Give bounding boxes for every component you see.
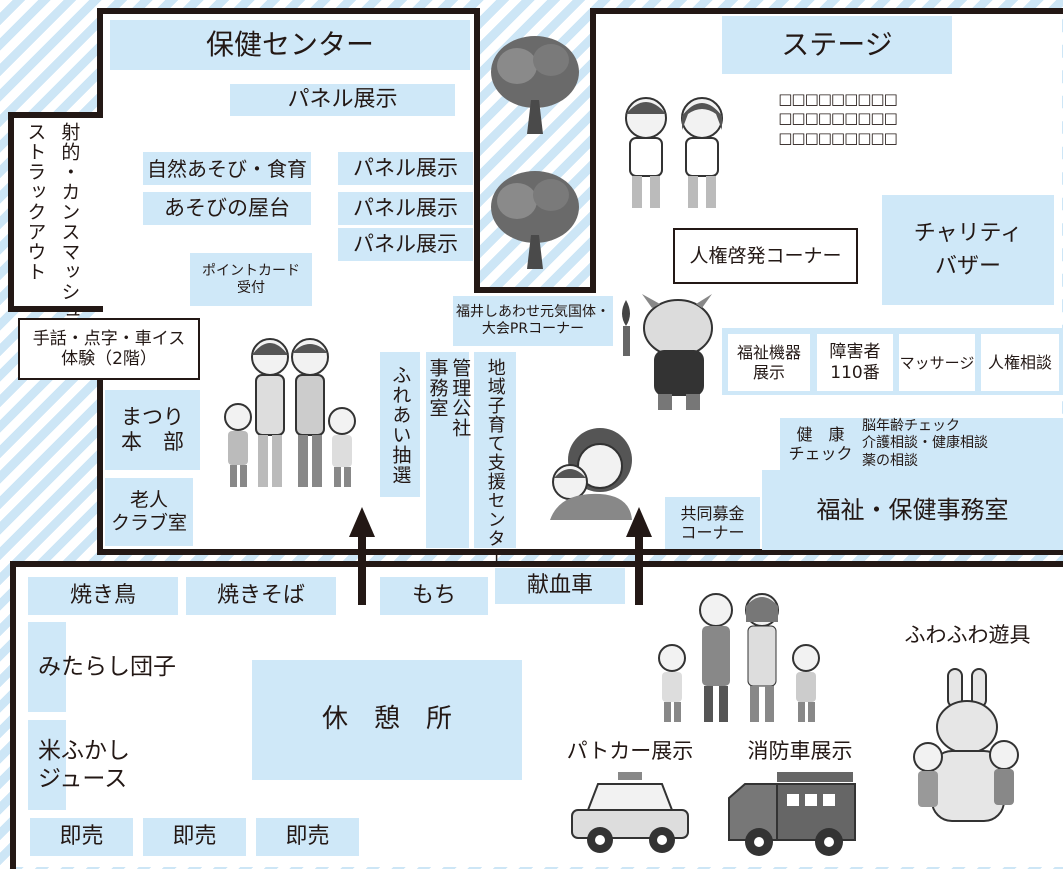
entrance-arrow-left	[349, 507, 375, 605]
children-illustration-icon	[625, 97, 723, 208]
shogaisha-110-booth: 障害者 110番	[817, 334, 893, 391]
kenketsu-bus: 献血車	[495, 568, 625, 604]
fukui-pr-corner: 福井しあわせ元気国体・ 大会PRコーナー	[453, 296, 613, 346]
outdoor-area	[12, 565, 1063, 867]
sokubai-stall-2: 即売	[143, 818, 246, 856]
wall	[97, 549, 1063, 555]
patocar-label: パトカー展示	[566, 739, 694, 764]
kyodo-bokin-corner: 共同募金 コーナー	[665, 497, 760, 549]
kenko-check-row	[780, 418, 1063, 470]
wall	[10, 561, 16, 869]
wall	[474, 287, 596, 293]
stage-label: ステージ	[722, 16, 952, 74]
shizen-asobi-booth: 自然あそび・食育	[143, 152, 311, 185]
komefukashi-label: 米ふかし ジュース	[38, 738, 130, 792]
tree-icon	[491, 36, 579, 134]
mitarashi-stall-bar	[28, 622, 66, 712]
shobosha-label: 消防車展示	[747, 739, 853, 764]
wall	[8, 112, 103, 118]
hoken-center-label: 保健センター	[110, 20, 470, 70]
kanri-kosha-office: 事務室 管理公社	[426, 352, 471, 548]
point-card-booth: ポイントカード 受付	[190, 253, 312, 306]
mochi-stall: もち	[380, 577, 488, 615]
mother-child-illustration-icon	[550, 428, 632, 520]
fuwafuwa-label: ふわふわ遊具	[904, 623, 1031, 648]
stage-seats: □□□□□□□□□ □□□□□□□□□ □□□□□□□□□	[778, 89, 898, 147]
shuwa-taiken-booth: 手話・点字・車イス 体験（2階）	[18, 318, 200, 380]
panel-exhibit-top: パネル展示	[230, 84, 455, 116]
panel-exhibit-1: パネル展示	[338, 152, 473, 185]
fukushi-hoken-jimushitsu: 福祉・保健事務室	[762, 470, 1063, 550]
shateki-label: 射的・カンスマッシュ	[58, 122, 81, 322]
kyukei-rest-area: 休 憩 所	[252, 660, 522, 780]
charity-bazaar: チャリティ バザー	[882, 195, 1054, 305]
hoken-center-annex	[10, 115, 100, 310]
chiiki-kosodate-center: 地域子育て支援センター	[474, 352, 516, 567]
mascot-illustration-icon	[622, 294, 713, 410]
jinken-keihatsu-corner: 人権啓発コーナー	[673, 228, 858, 284]
yakitori-stall: 焼き鳥	[28, 577, 178, 615]
wall	[97, 370, 103, 555]
matsuri-honbu: まつり 本 部	[105, 390, 200, 470]
wall	[590, 8, 596, 293]
kenko-check-label: 健 康 チェック	[788, 424, 853, 463]
wall	[10, 561, 1063, 567]
fukushi-kiki-booth: 福祉機器 展示	[728, 334, 810, 391]
fire-truck-icon	[728, 772, 856, 856]
police-car-icon	[571, 772, 689, 853]
mitarashi-label: みたらし団子	[38, 654, 176, 681]
sokubai-stall-1: 即売	[30, 818, 133, 856]
komefukashi-stall-bar	[28, 720, 66, 810]
panel-exhibit-3: パネル展示	[338, 228, 473, 261]
asobi-yatai-booth: あそびの屋台	[143, 192, 311, 225]
fureai-lottery-booth: ふれあい抽選	[380, 352, 420, 497]
wall	[97, 8, 103, 118]
wall	[8, 112, 14, 312]
wall	[97, 8, 480, 14]
roujin-club-room: 老人 クラブ室	[105, 478, 193, 546]
wall	[8, 306, 103, 312]
tree-icon	[491, 171, 579, 269]
wall	[474, 8, 480, 293]
family-illustration-icon	[224, 338, 356, 487]
jinken-sodan-booth: 人権相談	[981, 334, 1059, 391]
nou-nenrei-label: 脳年齢チェック 介護相談・健康相談 薬の相談	[862, 417, 988, 469]
bouncy-rabbit-illustration-icon	[913, 668, 1019, 822]
sokubai-stall-3: 即売	[256, 818, 359, 856]
entrance-arrow-right	[626, 507, 652, 605]
wall	[590, 8, 1063, 14]
family-outdoor-illustration-icon	[658, 593, 820, 722]
strackout-label: ストラックアウト	[24, 122, 47, 282]
yakisoba-stall: 焼きそば	[186, 577, 336, 615]
panel-exhibit-2: パネル展示	[338, 192, 473, 225]
massage-booth: マッサージ	[899, 334, 975, 391]
